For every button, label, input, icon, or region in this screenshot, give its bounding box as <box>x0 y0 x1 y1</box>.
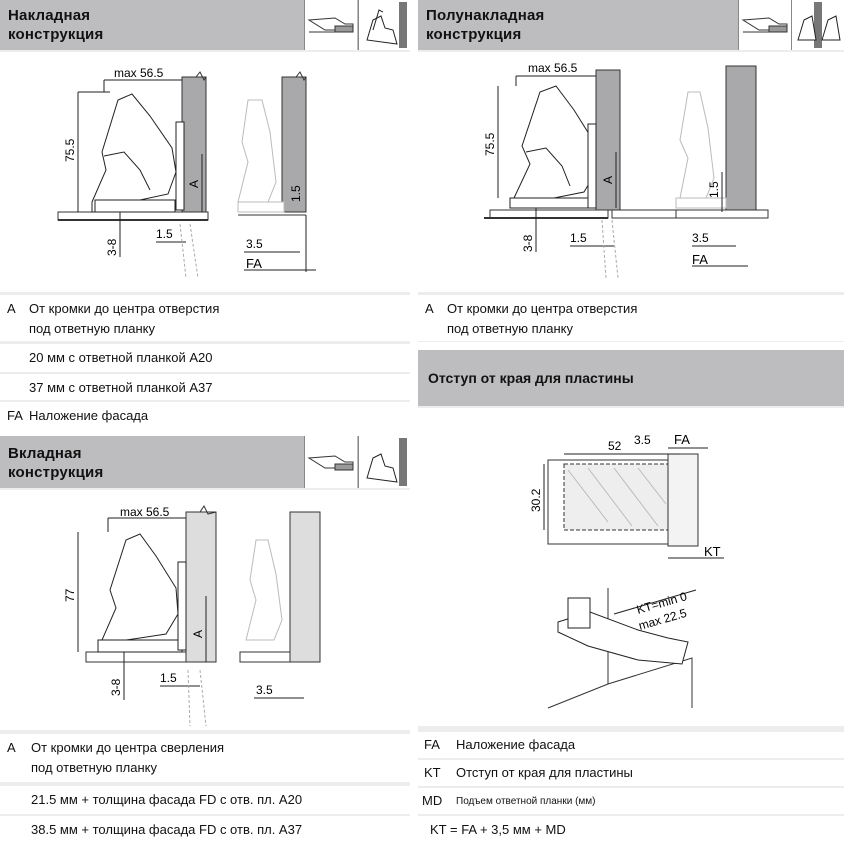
plate-dim-fa: FA <box>674 432 690 447</box>
inset-legend-row: A От кромки до центра сверления под отве… <box>0 734 410 782</box>
hinge-side-icon <box>738 0 791 50</box>
plate-title: Отступ от края для пластины <box>428 370 634 386</box>
overlay-legend-row: A От кромки до центра отверстия под отве… <box>0 295 410 341</box>
overlay-dim-range: 3-8 <box>105 238 119 256</box>
half-dim-lift: 1.5 <box>707 181 721 198</box>
inset-dim-height: 77 <box>63 588 77 602</box>
plate-formula-row: KT = FA + 3,5 мм + MD <box>418 816 844 844</box>
hinge-side-icon <box>304 0 357 50</box>
plate-header: Отступ от края для пластины <box>418 350 844 406</box>
half-overlay-header: Полунакладная конструкция <box>418 0 844 50</box>
overlay-dim-max: max 56.5 <box>114 66 164 80</box>
inset-dim-a: A <box>191 630 205 638</box>
hinge-perspective-icon <box>358 0 411 50</box>
half-dim-a: A <box>601 176 615 184</box>
overlay-title: Накладная конструкция <box>8 7 104 43</box>
overlay-legend-row: 20 мм с ответной планкой А20 <box>0 344 410 372</box>
inset-dim-gap: 3.5 <box>256 683 273 697</box>
inset-dim-max: max 56.5 <box>120 505 170 519</box>
plate-dim-h: 30.2 <box>529 488 543 512</box>
inset-header: Вкладная конструкция <box>0 436 411 488</box>
inset-diagram: max 56.5 77 A 3-8 1.5 3.5 <box>0 490 410 730</box>
inset-legend-row: 38.5 мм + толщина фасада FD с отв. пл. А… <box>0 816 410 844</box>
plate-diagram: 52 3.5 FA 30.2 KT KT=min 0 max 22.5 <box>418 408 844 726</box>
half-dim-fa: FA <box>692 252 708 267</box>
inset-title: Вкладная конструкция <box>8 445 104 481</box>
overlay-header: Накладная конструкция <box>0 0 411 50</box>
half-dim-offset: 1.5 <box>570 231 587 245</box>
overlay-dim-a: A <box>187 180 201 188</box>
overlay-dim-offset: 1.5 <box>156 227 173 241</box>
plate-dim-w: 52 <box>608 439 622 453</box>
half-dim-height: 75.5 <box>483 132 497 156</box>
overlay-legend-row: 37 мм с ответной планкой А37 <box>0 374 410 400</box>
overlay-dim-height: 75.5 <box>63 138 77 162</box>
half-dim-max: max 56.5 <box>528 61 578 75</box>
half-legend-row: A От кромки до центра отверстия под отве… <box>418 295 844 341</box>
half-overlay-title: Полунакладная конструкция <box>426 7 545 43</box>
hinge-side-icon <box>304 436 357 488</box>
hinge-perspective-icon <box>358 436 411 488</box>
overlay-dim-fa: FA <box>246 256 262 271</box>
half-dim-range: 3-8 <box>521 234 535 252</box>
overlay-diagram: max 56.5 75.5 A 3-8 1.5 3.5 FA 1.5 <box>0 52 410 292</box>
plate-dim-gap: 3.5 <box>634 433 651 447</box>
hinge-perspective-icon <box>791 0 844 50</box>
half-dim-gap: 3.5 <box>692 231 709 245</box>
half-overlay-diagram: max 56.5 75.5 A 3-8 1.5 3.5 FA 1.5 <box>418 52 844 292</box>
plate-legend-row: FA Наложение фасада <box>418 732 844 758</box>
plate-formula: KT = FA + 3,5 мм + MD <box>430 822 566 837</box>
overlay-legend-row: FA Наложение фасада <box>0 402 410 428</box>
plate-legend-row: MD Подъем ответной планки (мм) <box>418 788 844 814</box>
inset-legend-row: 21.5 мм + толщина фасада FD с отв. пл. А… <box>0 786 410 814</box>
overlay-dim-lift: 1.5 <box>289 185 303 202</box>
inset-dim-range: 3-8 <box>109 678 123 696</box>
inset-dim-offset: 1.5 <box>160 671 177 685</box>
overlay-dim-gap: 3.5 <box>246 237 263 251</box>
plate-legend-row: KT Отступ от края для пластины <box>418 760 844 786</box>
plate-dim-kt: KT <box>704 544 721 559</box>
